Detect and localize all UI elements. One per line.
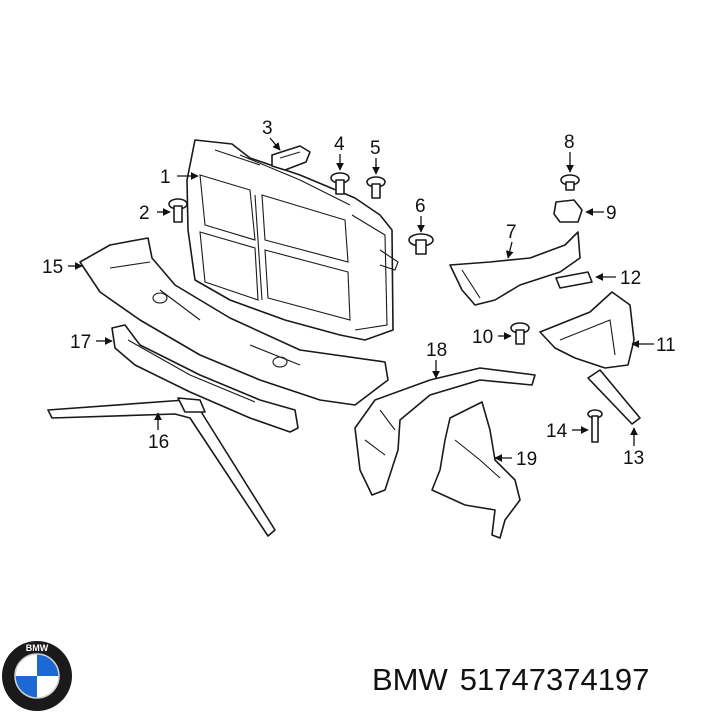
callout-2: 2 xyxy=(139,203,150,224)
upper-carrier-15-part xyxy=(79,237,389,406)
callout-6: 6 xyxy=(415,196,426,217)
brand-name: BMW xyxy=(372,662,448,697)
screw-5-part xyxy=(366,176,386,199)
screw-4-part xyxy=(330,172,350,195)
leader-7 xyxy=(505,241,514,259)
callout-10: 10 xyxy=(472,327,493,348)
screw-2-part xyxy=(168,198,188,223)
clip-8-part xyxy=(560,174,580,191)
leader-lines xyxy=(68,137,654,462)
callout-5: 5 xyxy=(370,138,381,159)
air-duct-7-part xyxy=(449,231,581,306)
lower-carrier-17-part xyxy=(111,324,299,433)
nut-9-part xyxy=(553,199,583,223)
callout-15: 15 xyxy=(42,257,63,278)
callout-labels: 1 2 3 4 5 6 7 8 9 10 11 12 13 14 15 16 1… xyxy=(42,118,676,470)
callout-13: 13 xyxy=(623,448,644,469)
strut-13-part xyxy=(587,369,641,425)
bolt-14-part xyxy=(587,409,603,443)
callout-1: 1 xyxy=(160,167,171,188)
callout-12: 12 xyxy=(620,268,641,289)
support-arm-16-part xyxy=(47,397,276,537)
clip-6-part xyxy=(408,233,434,255)
callout-18: 18 xyxy=(426,340,447,361)
callout-11: 11 xyxy=(656,335,676,356)
callout-16: 16 xyxy=(148,432,169,453)
logo-text: BMW xyxy=(26,643,49,653)
bracket-12-part xyxy=(555,271,593,289)
callout-9: 9 xyxy=(606,203,617,224)
callout-17: 17 xyxy=(70,332,91,353)
part-number: 51747374197 xyxy=(459,662,650,697)
side-panel-18-part xyxy=(354,367,536,496)
side-bracket-19-part xyxy=(431,401,521,539)
callout-7: 7 xyxy=(506,222,517,243)
callout-19: 19 xyxy=(516,449,537,470)
callout-14: 14 xyxy=(546,421,568,442)
bracket-3-part xyxy=(271,145,311,171)
grille-frame-part xyxy=(186,139,399,341)
deflector-11-part xyxy=(539,291,635,369)
callout-3: 3 xyxy=(262,118,273,139)
leader-3 xyxy=(269,137,281,151)
callout-8: 8 xyxy=(564,132,575,153)
callout-4: 4 xyxy=(334,134,345,155)
screw-10-part xyxy=(510,322,530,345)
bmw-logo: BMW xyxy=(2,641,72,711)
part-identifier: BMW 51747374197 xyxy=(372,662,649,698)
